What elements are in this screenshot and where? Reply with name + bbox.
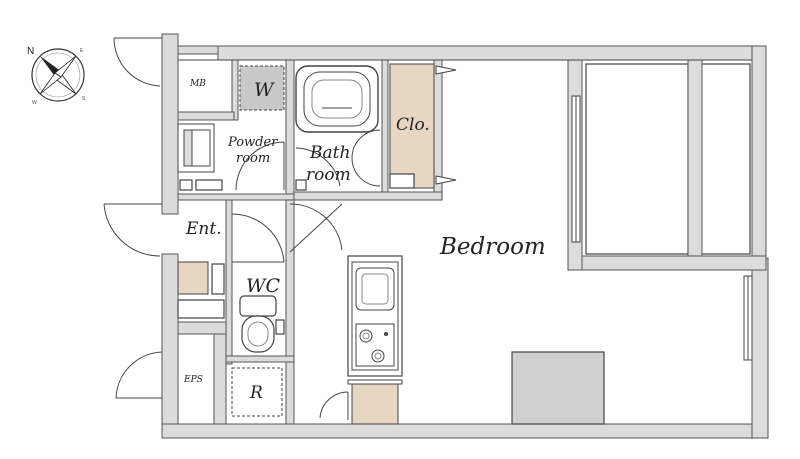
window-upper [571, 95, 581, 243]
door-entrance[interactable] [103, 203, 162, 257]
bath-room-label-2: room [306, 165, 351, 185]
washer-space [239, 65, 285, 111]
door-closet-exterior[interactable] [289, 203, 343, 253]
kitchen-storage [351, 383, 399, 425]
bath-room [295, 65, 381, 191]
compass-east-label: E [80, 48, 84, 54]
powder-room-label-2: room [236, 151, 270, 166]
washer-label: W [254, 79, 275, 101]
exterior-walls [161, 33, 769, 439]
door-mb[interactable] [113, 37, 162, 87]
compass-rose: N E S W [27, 46, 86, 106]
kitchen-counter [347, 255, 403, 377]
wc [239, 295, 285, 353]
door-kitchen-storage[interactable] [319, 391, 349, 420]
compass-north-label: N [27, 46, 34, 57]
mb-label: MB [189, 79, 206, 89]
bedroom-label: Bedroom [439, 234, 546, 260]
compass-west-label: W [32, 100, 37, 106]
window-right [743, 275, 753, 361]
balcony-bottom [511, 351, 605, 425]
door-eps[interactable] [115, 351, 163, 399]
refrigerator-space [231, 367, 283, 417]
entrance-label: Ent. [185, 219, 222, 239]
balcony-right [585, 59, 751, 257]
closet [389, 63, 435, 189]
entrance [177, 213, 285, 319]
refrigerator-label: R [249, 383, 263, 403]
powder-room [177, 123, 285, 191]
wc-label: WC [246, 275, 281, 297]
closet-label: Clo. [396, 115, 430, 135]
interior-walls [177, 59, 443, 425]
powder-room-label-1: Powder [227, 135, 278, 150]
eps-label: EPS [183, 375, 203, 385]
bath-room-label-1: Bath [309, 143, 350, 163]
compass-south-label: S [82, 96, 86, 102]
